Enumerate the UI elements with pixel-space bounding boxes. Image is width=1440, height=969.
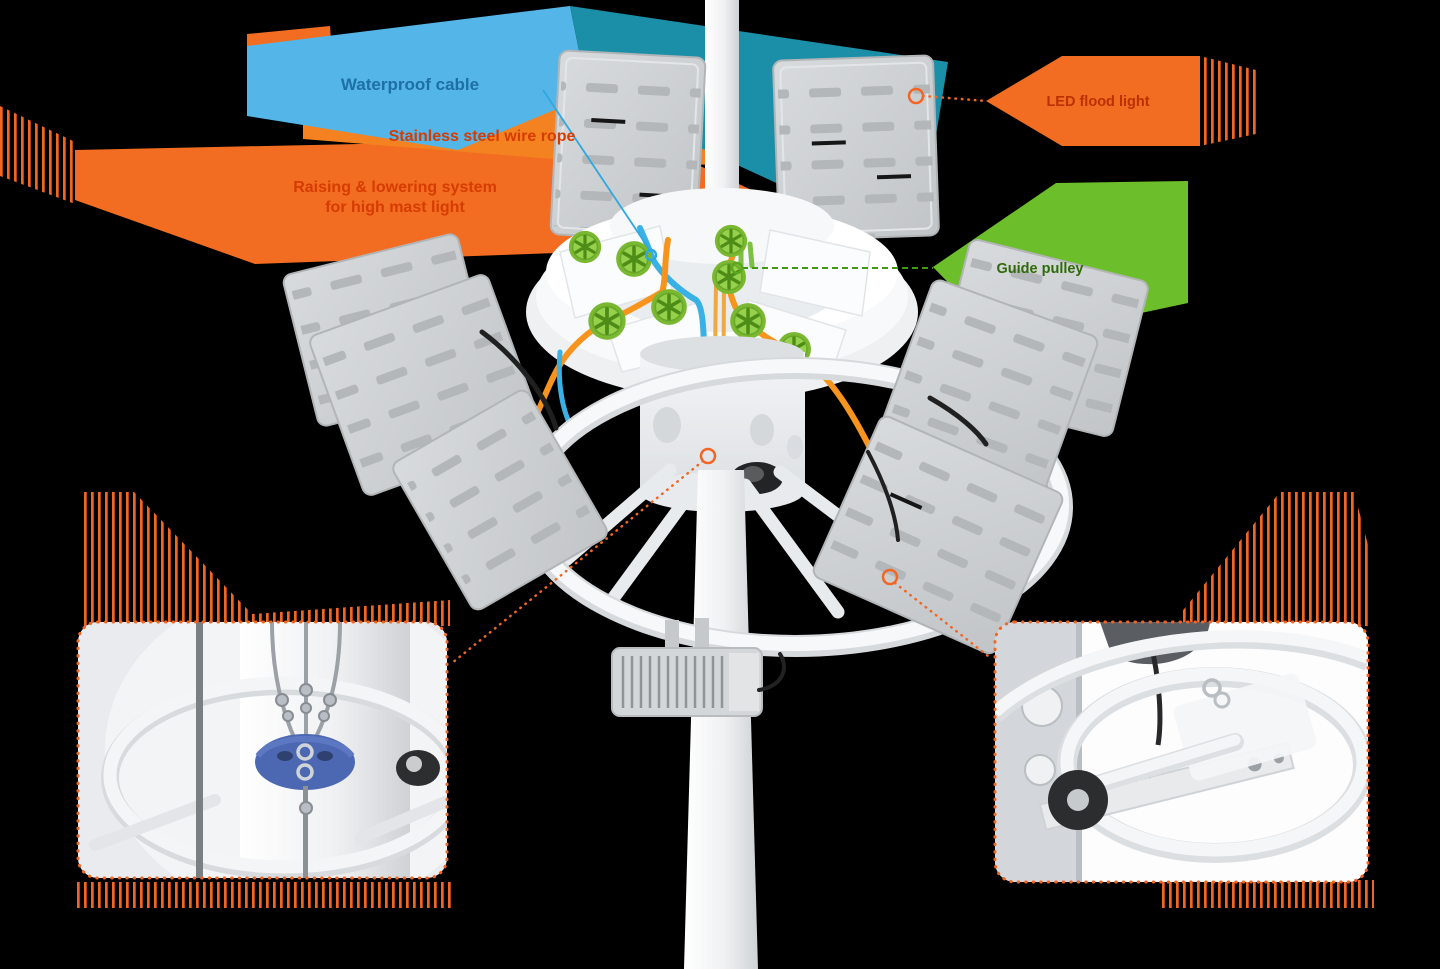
label-floodlight: LED flood light bbox=[1046, 94, 1149, 110]
banner-floodlight bbox=[986, 56, 1200, 146]
leader-lines bbox=[450, 89, 990, 665]
callout-labels: Waterproof cable Stainless steel wire ro… bbox=[293, 75, 1150, 277]
label-system-line2: for high mast light bbox=[325, 199, 465, 216]
pulley-7 bbox=[728, 301, 768, 341]
mast-render bbox=[282, 0, 1149, 969]
label-pulley: Guide pulley bbox=[996, 261, 1083, 277]
panel-cables-black bbox=[479, 329, 989, 542]
pulley-4 bbox=[649, 287, 689, 327]
leader-dotted-left-inset bbox=[450, 459, 705, 665]
detail-inset-left-border bbox=[76, 620, 449, 880]
leader-dotted-floodlight bbox=[921, 94, 988, 103]
blue-cable-stub bbox=[556, 349, 571, 423]
label-system-line1: Raising & lowering system bbox=[293, 179, 497, 196]
pulley-1 bbox=[567, 229, 603, 265]
crown-spokes bbox=[559, 463, 937, 655]
leader-dotted-right-inset bbox=[893, 581, 990, 658]
hatch-fringe-top-left bbox=[0, 106, 75, 204]
hatch-decorations bbox=[75, 492, 1374, 908]
marker-circle-cable bbox=[644, 248, 658, 262]
pulley-3 bbox=[586, 300, 628, 342]
marker-circle-floodlight bbox=[907, 87, 925, 105]
detail-inset-right bbox=[993, 620, 1370, 884]
point-markers bbox=[644, 87, 925, 586]
label-rope: Stainless steel wire rope bbox=[389, 128, 576, 145]
mast-pole-bottom bbox=[684, 470, 758, 969]
detail-inset-right-border bbox=[993, 620, 1370, 884]
floodlight-panel-left-low bbox=[392, 389, 608, 611]
marker-circle-crown bbox=[699, 447, 717, 465]
hatch-fringe-top-right bbox=[1200, 56, 1256, 146]
label-cable: Waterproof cable bbox=[341, 75, 479, 94]
detail-inset-left bbox=[76, 620, 449, 880]
floodlight-bottom-center bbox=[611, 618, 786, 717]
marker-circle-pulley bbox=[730, 261, 744, 275]
pulley-5 bbox=[713, 223, 749, 259]
marker-circle-roller bbox=[881, 568, 899, 586]
leader-blue-cable bbox=[542, 89, 652, 253]
banner-cable-light bbox=[247, 6, 588, 150]
floodlight-panel-right-low bbox=[812, 415, 1064, 655]
